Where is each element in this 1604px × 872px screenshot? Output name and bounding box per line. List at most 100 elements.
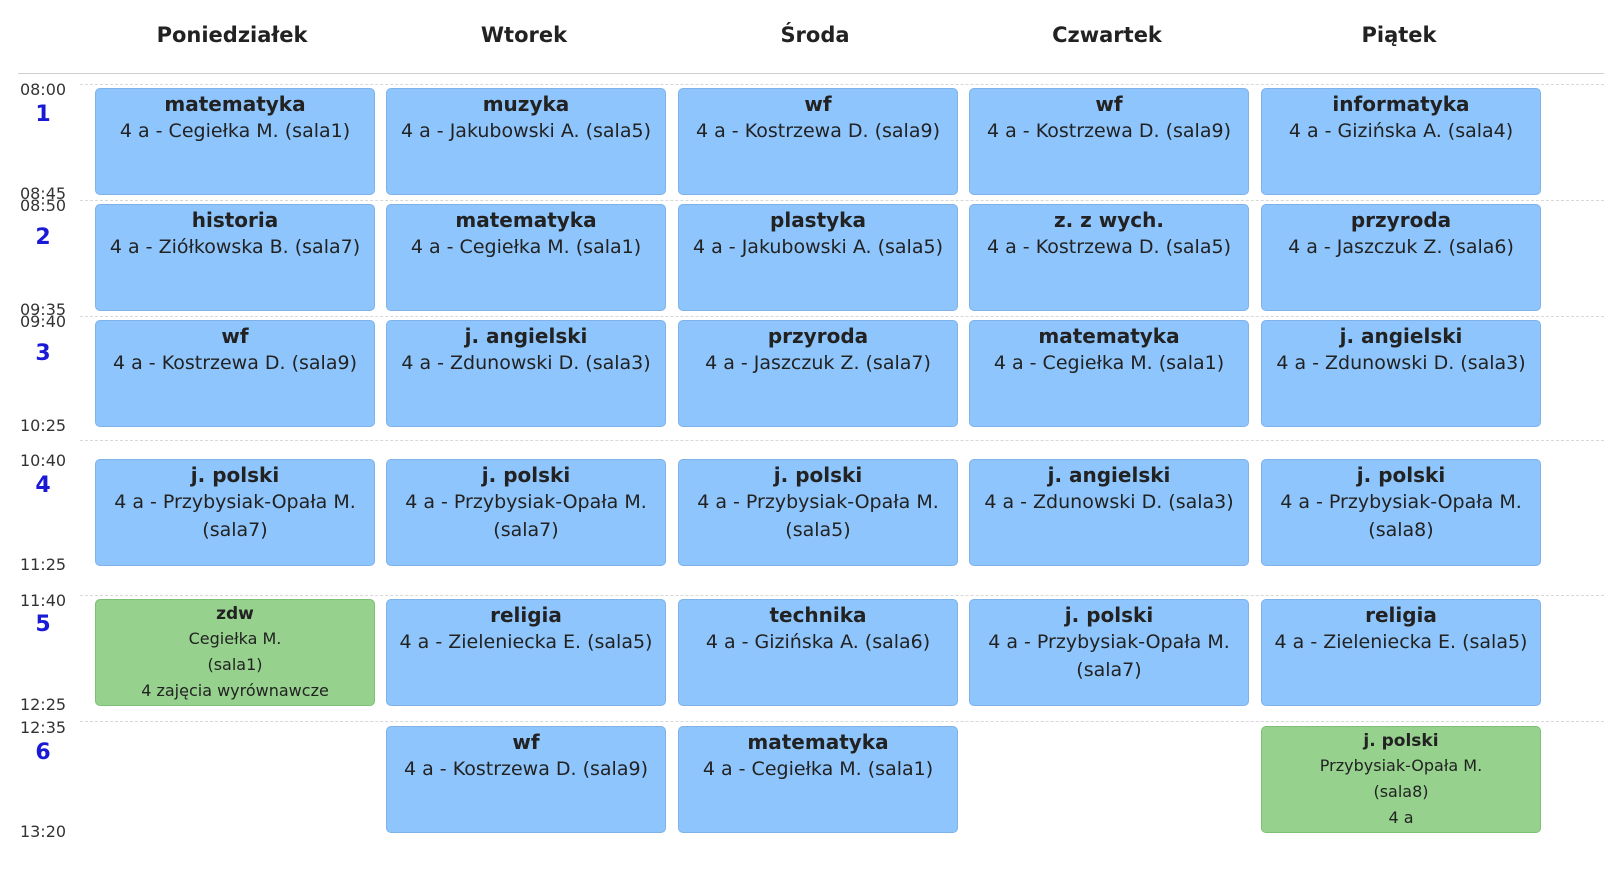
lesson-info: 4 a - Zdunowski D. (sala3) <box>1276 352 1526 374</box>
lesson-card[interactable]: j. angielski 4 a - Zdunowski D. (sala3) <box>1261 320 1541 427</box>
lesson-subject: muzyka <box>482 92 570 116</box>
lesson-subject: matematyka <box>455 208 597 232</box>
day-header: Czwartek <box>1052 23 1162 47</box>
lesson-detail: (sala1) <box>207 655 263 674</box>
period-number: 4 <box>35 473 51 498</box>
lesson-detail: 4 a <box>1388 808 1414 827</box>
lesson-info: 4 a - Cegiełka M. (sala1) <box>702 758 934 780</box>
lesson-card[interactable]: przyroda 4 a - Jaszczuk Z. (sala7) <box>678 320 958 427</box>
lesson-info: 4 a - Jakubowski A. (sala5) <box>401 120 651 142</box>
period-number: 1 <box>35 102 51 127</box>
period-start-time: 10:40 <box>19 451 67 470</box>
lesson-subject: matematyka <box>747 730 889 754</box>
lesson-subject: j. polski <box>1363 731 1439 751</box>
lesson-subject: religia <box>1365 603 1437 627</box>
period-start-time: 09:40 <box>19 312 67 331</box>
lesson-card[interactable]: wf 4 a - Kostrzewa D. (sala9) <box>969 88 1249 195</box>
period-number: 5 <box>35 612 51 637</box>
lesson-card[interactable]: j. angielski 4 a - Zdunowski D. (sala3) <box>386 320 666 427</box>
lesson-subject: matematyka <box>164 92 306 116</box>
header-divider <box>18 73 1604 74</box>
period-separator <box>80 721 1604 722</box>
lesson-subject: religia <box>490 603 562 627</box>
lesson-info: 4 a - Zieleniecka E. (sala5) <box>399 631 653 653</box>
lesson-info: 4 a - Kostrzewa D. (sala9) <box>987 120 1231 142</box>
lesson-card[interactable]: matematyka 4 a - Cegiełka M. (sala1) <box>95 88 375 195</box>
lesson-subject: wf <box>1095 92 1123 116</box>
period-separator <box>80 84 1604 85</box>
lesson-detail: Cegiełka M. <box>188 629 282 648</box>
lesson-card[interactable]: plastyka 4 a - Jakubowski A. (sala5) <box>678 204 958 311</box>
lesson-subject: zdw <box>216 604 254 624</box>
lesson-subject: technika <box>769 603 867 627</box>
period-separator <box>80 316 1604 317</box>
period-end-time: 10:25 <box>19 416 67 435</box>
period-end-time: 08:45 <box>19 184 67 203</box>
lesson-subject: j. angielski <box>464 324 588 348</box>
lesson-info: 4 a - Cegiełka M. (sala1) <box>410 236 642 258</box>
period-start-time: 08:00 <box>19 80 67 99</box>
lesson-card[interactable]: matematyka 4 a - Cegiełka M. (sala1) <box>386 204 666 311</box>
lesson-info: 4 a - Jakubowski A. (sala5) <box>693 236 943 258</box>
lesson-card[interactable]: wf 4 a - Kostrzewa D. (sala9) <box>95 320 375 427</box>
lesson-subject: j. polski <box>1064 603 1154 627</box>
period-separator <box>80 440 1604 441</box>
lesson-card[interactable]: matematyka 4 a - Cegiełka M. (sala1) <box>678 726 958 833</box>
lesson-info: 4 a - Gizińska A. (sala6) <box>705 631 931 653</box>
lesson-card[interactable]: wf 4 a - Kostrzewa D. (sala9) <box>678 88 958 195</box>
period-end-time: 11:25 <box>19 555 67 574</box>
lesson-detail: (sala8) <box>1373 782 1429 801</box>
period-number: 2 <box>35 225 51 250</box>
lesson-card[interactable]: j. polski 4 a - Przybysiak-Opała M. (sala… <box>678 459 958 566</box>
lesson-subject: z. z wych. <box>1053 208 1164 232</box>
lesson-card[interactable]: technika 4 a - Gizińska A. (sala6) <box>678 599 958 706</box>
period-start-time: 12:35 <box>19 718 67 737</box>
lesson-detail: Przybysiak-Opała M. <box>1319 756 1483 775</box>
lesson-info: 4 a - Kostrzewa D. (sala9) <box>696 120 940 142</box>
lesson-card[interactable]: muzyka 4 a - Jakubowski A. (sala5) <box>386 88 666 195</box>
lesson-info: 4 a - Kostrzewa D. (sala9) <box>404 758 648 780</box>
period-separator <box>80 595 1604 596</box>
lesson-info: 4 a - Jaszczuk Z. (sala6) <box>1288 236 1514 258</box>
day-header: Piątek <box>1361 23 1437 47</box>
lesson-info: 4 a - Ziółkowska B. (sala7) <box>109 236 361 258</box>
lesson-info: 4 a - Zdunowski D. (sala3) <box>401 352 651 374</box>
lesson-info: 4 a - Kostrzewa D. (sala9) <box>113 352 357 374</box>
period-end-time: 12:25 <box>19 695 67 714</box>
lesson-subject: j. polski <box>190 463 280 487</box>
period-number: 3 <box>35 341 51 366</box>
lesson-info: 4 a - Jaszczuk Z. (sala7) <box>705 352 931 374</box>
lesson-subject: wf <box>804 92 832 116</box>
lesson-subject: wf <box>221 324 249 348</box>
lesson-info: 4 a - Kostrzewa D. (sala5) <box>987 236 1231 258</box>
lesson-subject: przyroda <box>767 324 869 348</box>
day-header: Poniedziałek <box>156 23 308 47</box>
lesson-info: 4 a - Cegiełka M. (sala1) <box>119 120 351 142</box>
lesson-subject: j. polski <box>773 463 863 487</box>
lesson-subject: j. angielski <box>1047 463 1171 487</box>
lesson-subject: j. angielski <box>1339 324 1463 348</box>
lesson-card[interactable]: z. z wych. 4 a - Kostrzewa D. (sala5) <box>969 204 1249 311</box>
period-end-time: 09:35 <box>19 300 67 319</box>
period-number: 6 <box>35 740 51 765</box>
lesson-subject: wf <box>512 730 540 754</box>
lesson-card[interactable]: religia 4 a - Zieleniecka E. (sala5) <box>386 599 666 706</box>
lesson-info: 4 a - Przybysiak-Opała M. (sala5) <box>697 491 939 541</box>
lesson-card[interactable]: wf 4 a - Kostrzewa D. (sala9) <box>386 726 666 833</box>
lesson-subject: plastyka <box>770 208 866 232</box>
lesson-subject: j. polski <box>481 463 571 487</box>
period-end-time: 13:20 <box>19 822 67 841</box>
